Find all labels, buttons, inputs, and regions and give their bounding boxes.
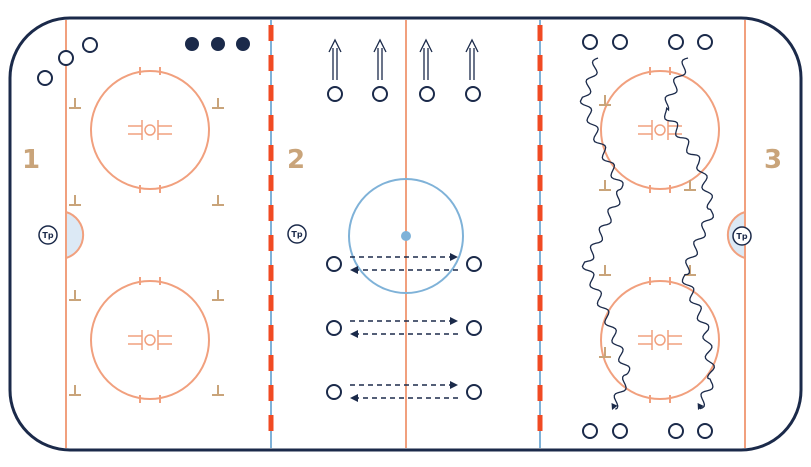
player-open: [82, 37, 98, 53]
wavy-path-arrowhead-1: [611, 403, 618, 410]
faceoff-circle-left-bottom: [90, 277, 210, 403]
player-open: [612, 423, 628, 439]
player-open: [582, 34, 598, 50]
puck-filled: [236, 37, 250, 51]
player-open: [58, 50, 74, 66]
puck-filled: [211, 37, 225, 51]
faceoff-circle-right-top: [600, 67, 720, 193]
players-corner-open: [37, 37, 98, 86]
faceoff-circle-left-top: [90, 67, 210, 193]
wavy-path-arrowhead-2: [697, 403, 704, 410]
pass-pair-2: [326, 317, 482, 338]
player-open: [668, 423, 684, 439]
svg-text:Tp: Tp: [291, 230, 302, 239]
player-open: [697, 34, 713, 50]
tp-marker-center-left: Tp: [287, 224, 307, 244]
pass-pair-1: [326, 253, 482, 274]
wavy-skating-paths: [579, 57, 715, 410]
player-open: [372, 86, 388, 102]
svg-text:Tp: Tp: [736, 232, 747, 241]
zone3-players-top: [582, 34, 713, 50]
puck-filled: [185, 37, 199, 51]
skate-lane-players: [327, 86, 481, 102]
player-open: [612, 34, 628, 50]
player-open: [465, 86, 481, 102]
skate-lane-arrows: [328, 38, 479, 80]
wavy-skate-path-2: [663, 57, 715, 410]
player-open: [582, 423, 598, 439]
player-open: [327, 86, 343, 102]
tp-marker-left: Tp: [38, 225, 58, 245]
hash-marks: [69, 95, 696, 396]
zone3-players-bottom: [582, 423, 713, 439]
center-faceoff-dot: [401, 231, 411, 241]
zone-number-3: 3: [764, 145, 782, 175]
passing-pairs: [326, 253, 482, 402]
pucks-filled: [185, 37, 250, 51]
faceoff-circle-right-bottom: [600, 277, 720, 403]
zone-number-2: 2: [287, 145, 305, 175]
zone-number-1: 1: [22, 145, 40, 175]
goal-crease-left: [65, 210, 85, 260]
player-open: [697, 423, 713, 439]
player-open: [668, 34, 684, 50]
player-open: [37, 70, 53, 86]
tp-marker-right: Tp: [732, 226, 752, 246]
wavy-skate-path-1: [579, 57, 631, 410]
center-circle: [348, 178, 464, 294]
pass-pair-3: [326, 381, 482, 402]
svg-text:Tp: Tp: [42, 231, 53, 240]
player-open: [419, 86, 435, 102]
